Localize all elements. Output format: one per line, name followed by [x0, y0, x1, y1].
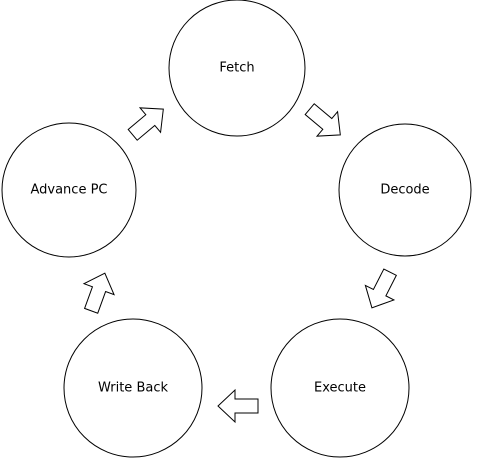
arrow-decode-to-execute	[364, 268, 397, 309]
stage-decode-label: Decode	[380, 183, 429, 198]
stage-advance-pc-circle	[1, 122, 137, 258]
arrow-fetch-to-decode	[304, 103, 341, 137]
stage-decode-circle	[338, 123, 472, 257]
stage-decode: Decode	[338, 123, 472, 257]
arrow-execute-to-write-back	[217, 388, 259, 424]
stage-write-back-circle	[63, 318, 203, 458]
stage-advance-pc: Advance PC	[1, 122, 137, 258]
arrow-write-back-to-advance-pc	[82, 272, 115, 314]
stage-execute-label: Execute	[314, 381, 366, 396]
stage-write-back-label: Write Back	[98, 381, 168, 396]
arrow-advance-pc-to-fetch	[127, 107, 164, 141]
stage-execute-circle	[270, 318, 410, 458]
stage-fetch-label: Fetch	[219, 61, 254, 76]
stage-write-back: Write Back	[63, 318, 203, 458]
stage-fetch: Fetch	[168, 0, 306, 137]
stage-fetch-circle	[168, 0, 306, 137]
stage-advance-pc-label: Advance PC	[30, 183, 107, 198]
stage-execute: Execute	[270, 318, 410, 458]
